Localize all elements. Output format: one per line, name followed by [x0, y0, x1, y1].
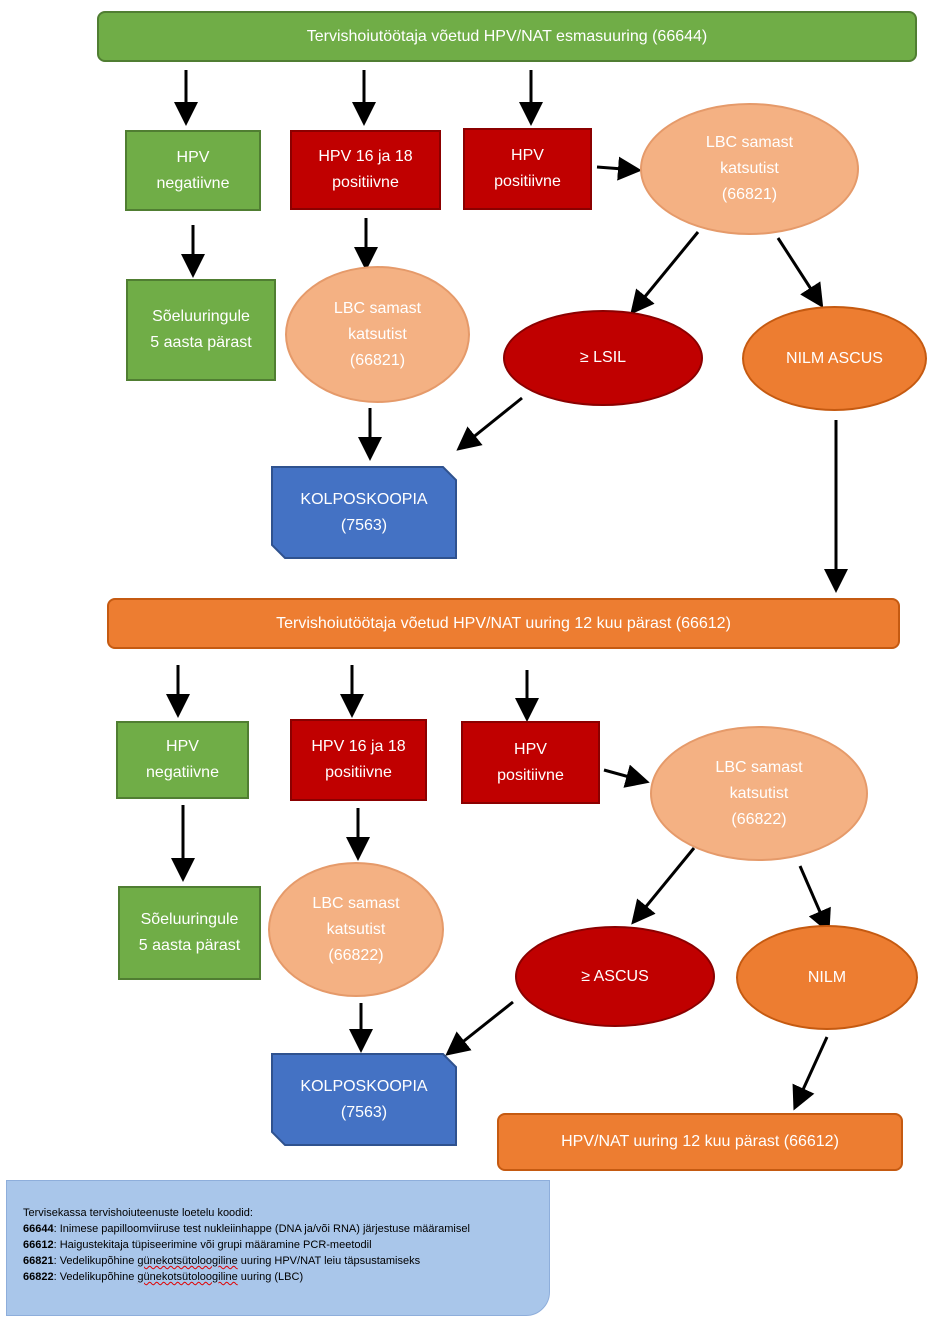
legend-text: uuring HPV/NAT leiu täpsustamiseks — [237, 1255, 421, 1267]
hpv-positive-box-2: HPV positiivne — [461, 721, 600, 804]
legend-text: : Inimese papilloomviiruse test nukleiin… — [53, 1223, 470, 1235]
lbc-ellipse-right: LBC samast katsutist (66821) — [640, 103, 859, 235]
legend-code: 66644 — [23, 1223, 54, 1235]
legend-text: : Haigustekitaja tüpiseerimine või grupi… — [53, 1239, 372, 1251]
screening-5-years-box: Sõeluuringule 5 aasta pärast — [126, 279, 276, 381]
hpv-negative-box: HPV negatiivne — [125, 130, 261, 211]
legend-code: 66821 — [23, 1255, 54, 1267]
ascus-ellipse: ≥ ASCUS — [515, 926, 715, 1027]
kolposkoopia-shape-2 — [271, 1053, 457, 1146]
legend-row: 66644: Inimese papilloomviiruse test nuk… — [23, 1221, 539, 1237]
lsil-ellipse: ≥ LSIL — [503, 310, 703, 406]
arrow — [792, 1036, 829, 1111]
nilm-ascus-ellipse: NILM ASCUS — [742, 306, 927, 411]
kolposkoopia-shape-1 — [271, 466, 457, 559]
hpv-16-18-positive-box-2: HPV 16 ja 18 positiivne — [290, 719, 427, 801]
kolposkoopia-label-2: KOLPOSKOOPIA (7563) — [300, 1077, 428, 1121]
legend-code: 66822 — [23, 1271, 54, 1283]
arrow — [596, 156, 642, 181]
arrow — [603, 764, 650, 788]
legend-row: 66822: Vedelikupõhine günekotsütoloogili… — [23, 1269, 539, 1285]
arrow — [630, 231, 700, 315]
spellcheck-flagged-word: günekotsütoloogiline — [137, 1255, 238, 1267]
hpv-positive-box: HPV positiivne — [463, 128, 592, 210]
spellcheck-flagged-word: günekotsütoloogiline — [137, 1271, 238, 1283]
arrow — [798, 865, 831, 934]
hpv-nat-12-month-box: HPV/NAT uuring 12 kuu pärast (66612) — [497, 1113, 903, 1171]
legend-row: 66612: Haigustekitaja tüpiseerimine või … — [23, 1237, 539, 1253]
lbc-ellipse-right-2: LBC samast katsutist (66822) — [650, 726, 868, 861]
legend-code: 66612 — [23, 1239, 54, 1251]
lbc-ellipse-middle: LBC samast katsutist (66821) — [285, 266, 470, 403]
legend-text: : Vedelikupõhine — [53, 1271, 138, 1283]
screening-5-years-box-2: Sõeluuringule 5 aasta pärast — [118, 886, 261, 980]
code-legend: Tervisekassa tervishoiuteenuste loetelu … — [6, 1180, 550, 1316]
arrow — [776, 237, 824, 309]
lbc-ellipse-middle-2: LBC samast katsutist (66822) — [268, 862, 444, 997]
legend-text: uuring (LBC) — [237, 1271, 304, 1283]
primary-screening-bar: Tervishoiutöötaja võetud HPV/NAT esmasuu… — [97, 11, 917, 62]
followup-screening-bar: Tervishoiutöötaja võetud HPV/NAT uuring … — [107, 598, 900, 649]
arrow — [456, 396, 523, 451]
hpv-16-18-positive-box: HPV 16 ja 18 positiivne — [290, 130, 441, 210]
arrow — [445, 1000, 514, 1056]
kolposkoopia-label-1: KOLPOSKOOPIA (7563) — [300, 490, 428, 534]
arrow — [631, 847, 696, 925]
hpv-negative-box-2: HPV negatiivne — [116, 721, 249, 799]
legend-text: : Vedelikupõhine — [53, 1255, 138, 1267]
nilm-ellipse: NILM — [736, 925, 918, 1030]
legend-row: 66821: Vedelikupõhine günekotsütoloogili… — [23, 1253, 539, 1269]
legend-title: Tervisekassa tervishoiuteenuste loetelu … — [23, 1207, 253, 1219]
